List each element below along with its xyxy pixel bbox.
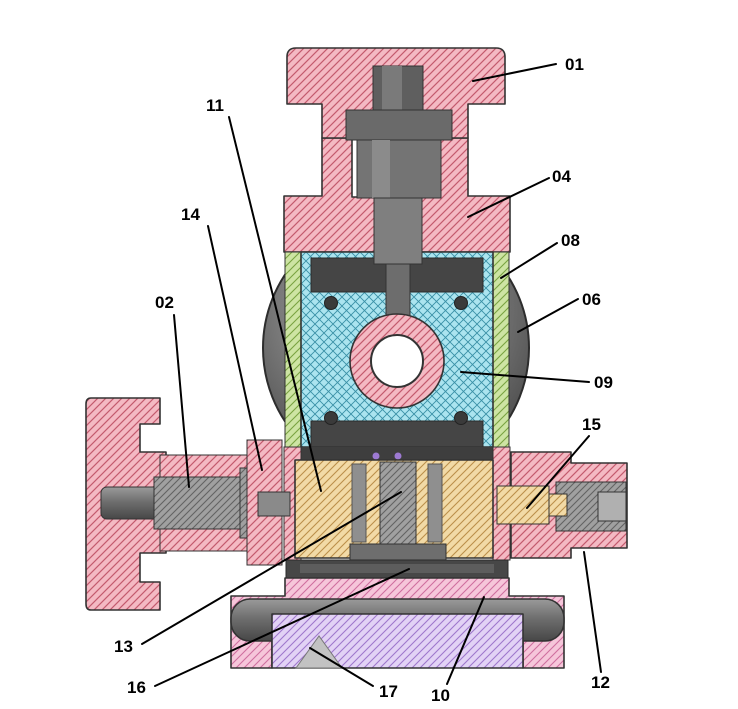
stem-body: [356, 139, 442, 199]
callout-06: 06: [582, 290, 601, 309]
crosshead-foot: [349, 543, 447, 561]
callout-15: 15: [582, 415, 601, 434]
yoke-slot-right: [427, 463, 443, 543]
callout-01: 01: [565, 55, 584, 74]
callout-08: 08: [561, 231, 580, 250]
leader-line-12: [583, 551, 602, 673]
leader-line-02: [173, 314, 190, 488]
callout-labels: 01 02 04 06 08 09 10 11 12 13 14 15 16 1…: [114, 55, 613, 705]
leader-lines: [141, 63, 602, 687]
input-shaft: [100, 486, 162, 520]
stem-plug-highlight: [382, 66, 402, 112]
yoke-slot-left: [351, 463, 367, 543]
leader-line-11: [228, 116, 322, 492]
stem-tip: [385, 263, 411, 317]
stem-body-highlight: [372, 140, 390, 198]
bolt-top-left: [324, 296, 338, 310]
leader-line-09: [460, 371, 590, 383]
assembly-parts: [85, 47, 628, 669]
callout-12: 12: [591, 673, 610, 692]
block-bottom-cavity: [310, 420, 484, 448]
leader-line-04: [467, 177, 550, 218]
callout-16: 16: [127, 678, 146, 697]
stem-shoulder: [345, 109, 453, 141]
callout-17: 17: [379, 682, 398, 701]
callout-04: 04: [552, 167, 571, 186]
gib-right: [492, 251, 510, 448]
leader-line-10: [446, 596, 485, 685]
leader-line-14: [207, 225, 263, 471]
leader-line-17: [309, 647, 374, 687]
callout-09: 09: [594, 373, 613, 392]
bonnet: [283, 137, 511, 253]
stem-lower: [373, 197, 423, 265]
callout-02: 02: [155, 293, 174, 312]
leader-line-01: [472, 63, 557, 82]
callout-10: 10: [431, 686, 450, 705]
bolt-bottom-left: [324, 411, 338, 425]
bolt-top-right: [454, 296, 468, 310]
coupling-stem: [257, 491, 291, 517]
leader-line-15: [526, 435, 590, 509]
o-ring-right: [394, 452, 402, 460]
gib-left: [284, 251, 302, 448]
bolt-bottom-right: [454, 411, 468, 425]
callout-11: 11: [206, 96, 224, 115]
leader-line-06: [517, 298, 579, 333]
callout-14: 14: [181, 205, 200, 224]
leader-line-13: [141, 491, 402, 645]
leader-line-08: [500, 242, 558, 279]
o-ring-left: [372, 452, 380, 460]
callout-13: 13: [114, 637, 133, 656]
clamp-band-inner: [300, 564, 494, 573]
right-plug-tip: [548, 493, 568, 517]
crosshead: [379, 461, 417, 545]
bore-hole: [370, 334, 424, 388]
leader-line-16: [154, 568, 410, 687]
right-shaft-bore: [597, 491, 627, 522]
